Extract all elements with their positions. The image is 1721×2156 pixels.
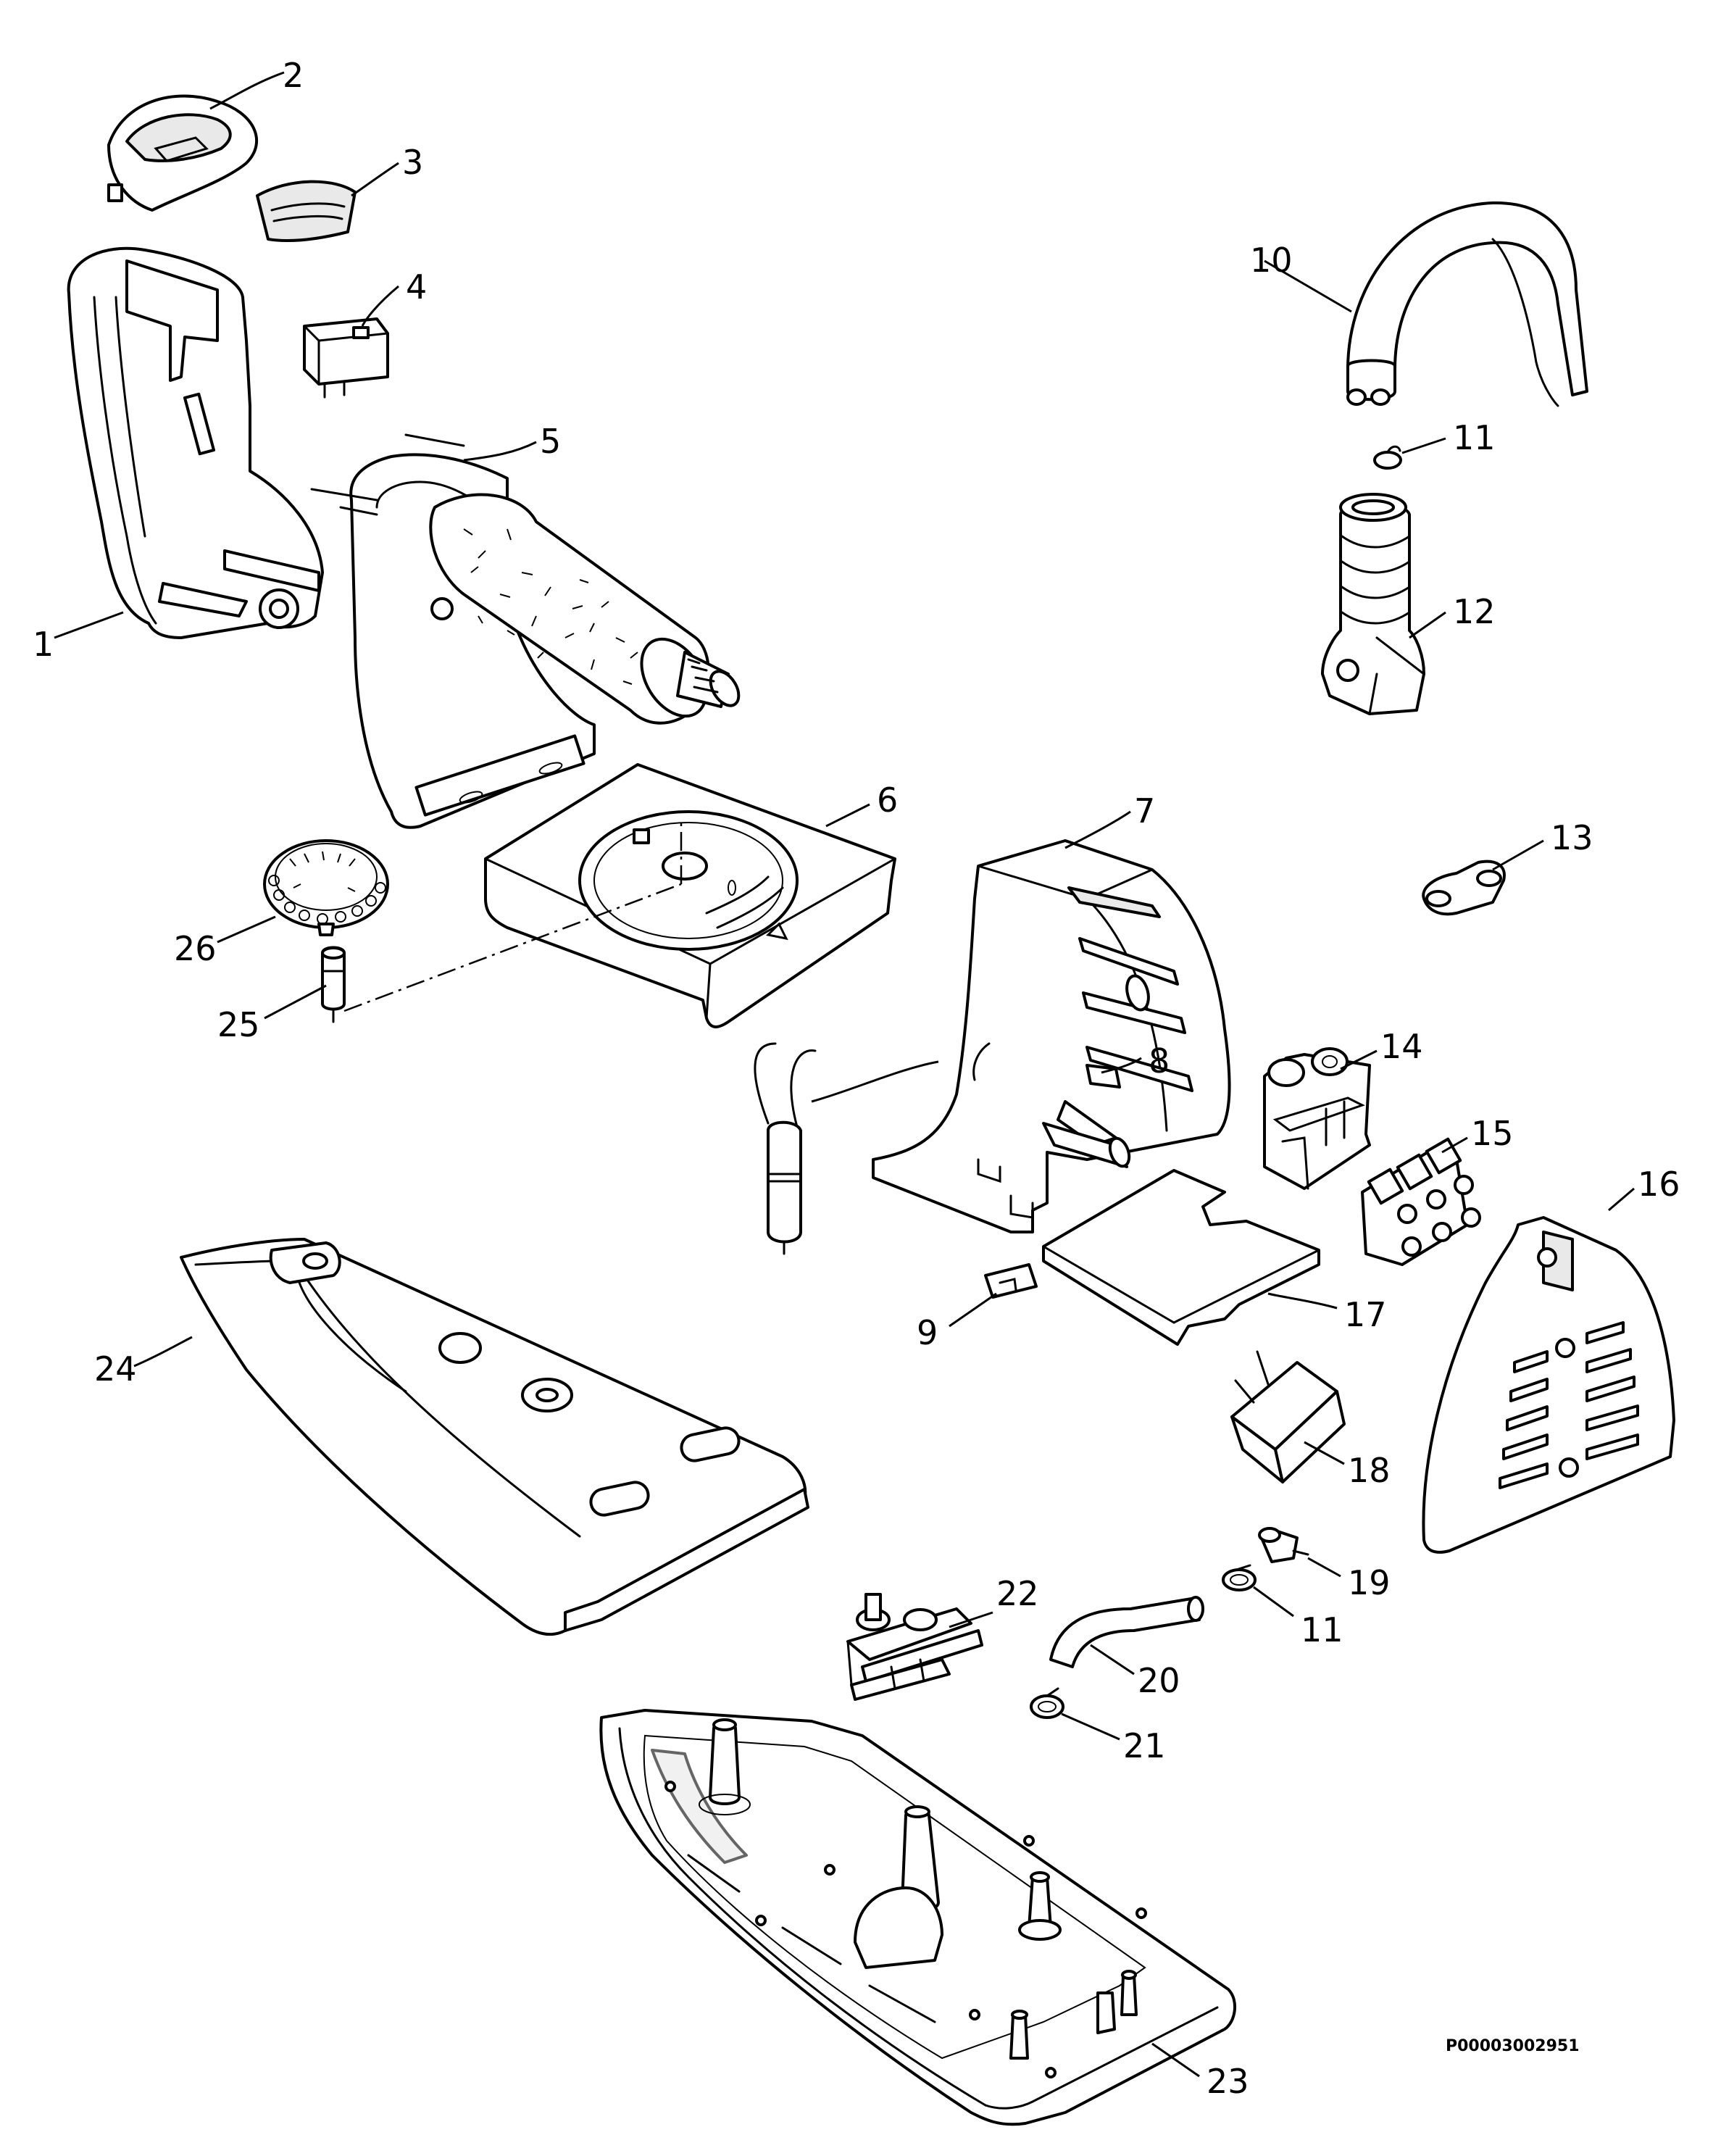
part-11-clamp-upper (1373, 445, 1402, 470)
part-3-button (256, 180, 357, 242)
callout-26: 26 (174, 929, 217, 968)
callout-7: 7 (1134, 791, 1155, 831)
callout-labels: 1 2 3 4 5 6 7 8 9 10 11 11 12 13 14 15 1… (33, 56, 1680, 2101)
part-22-thermostat (846, 1593, 983, 1701)
part-21-clamp (1030, 1687, 1064, 1719)
callout-12: 12 (1453, 592, 1496, 631)
callout-8: 8 (1149, 1041, 1170, 1081)
part-19-valve (1258, 1527, 1309, 1563)
part-4-micro-switch (303, 317, 389, 399)
drawing-code: P00003002951 (1446, 2037, 1580, 2055)
callout-5: 5 (540, 422, 561, 461)
leader-lines (54, 71, 1635, 2078)
alignment-axis-line (343, 883, 682, 1012)
part-15-terminal-block (1361, 1137, 1481, 1266)
part-12-cord-protector (1321, 493, 1425, 715)
callout-22: 22 (996, 1574, 1039, 1613)
callout-19: 19 (1348, 1563, 1391, 1602)
part-10-power-cord (1346, 201, 1588, 407)
callout-1: 1 (33, 625, 54, 664)
part-23-soleplate (599, 1709, 1237, 2126)
part-5-handle-body (310, 433, 741, 829)
callout-15: 15 (1471, 1114, 1514, 1153)
part-1-handle-frame (67, 246, 324, 639)
part-14-terminal-holder (1263, 1047, 1371, 1190)
callout-3: 3 (402, 143, 423, 182)
part-26-temperature-dial (263, 839, 389, 936)
callout-11-upper: 11 (1453, 418, 1496, 457)
callout-16: 16 (1638, 1165, 1680, 1204)
speckle-texture (463, 528, 638, 685)
part-6-top-cover (484, 763, 896, 1028)
callout-25: 25 (217, 1005, 260, 1044)
part-2-handle-cap (107, 94, 259, 212)
callout-10: 10 (1250, 241, 1293, 280)
callout-17: 17 (1344, 1295, 1387, 1334)
callout-18: 18 (1348, 1451, 1391, 1490)
grille-slots (1499, 1321, 1639, 1489)
part-13-cord-clamp (1422, 860, 1506, 916)
part-25-dial-shaft (321, 946, 346, 1023)
part-8-thermal-fuse (754, 1042, 817, 1255)
dial-holes (268, 875, 386, 925)
callout-13: 13 (1551, 818, 1593, 857)
part-7-rear-housing (872, 839, 1231, 1233)
callout-2: 2 (283, 56, 304, 95)
callout-14: 14 (1380, 1027, 1423, 1066)
callout-20: 20 (1138, 1661, 1180, 1700)
part-18-capacitor (1230, 1350, 1346, 1483)
callout-9: 9 (917, 1313, 938, 1352)
part-24-soleplate-cover (180, 1238, 809, 1636)
callout-21: 21 (1123, 1726, 1166, 1765)
part-20-hose (1049, 1596, 1204, 1668)
callout-24: 24 (94, 1349, 137, 1389)
part-17-insulation-plate (1042, 1169, 1320, 1346)
part-9-clip (984, 1263, 1038, 1299)
callout-6: 6 (877, 781, 898, 820)
callout-23: 23 (1207, 2062, 1249, 2101)
part-11-clamp-lower (1222, 1564, 1257, 1591)
callout-4: 4 (406, 267, 427, 307)
callout-11-lower: 11 (1301, 1610, 1343, 1649)
part-16-rear-grille (1422, 1216, 1675, 1554)
